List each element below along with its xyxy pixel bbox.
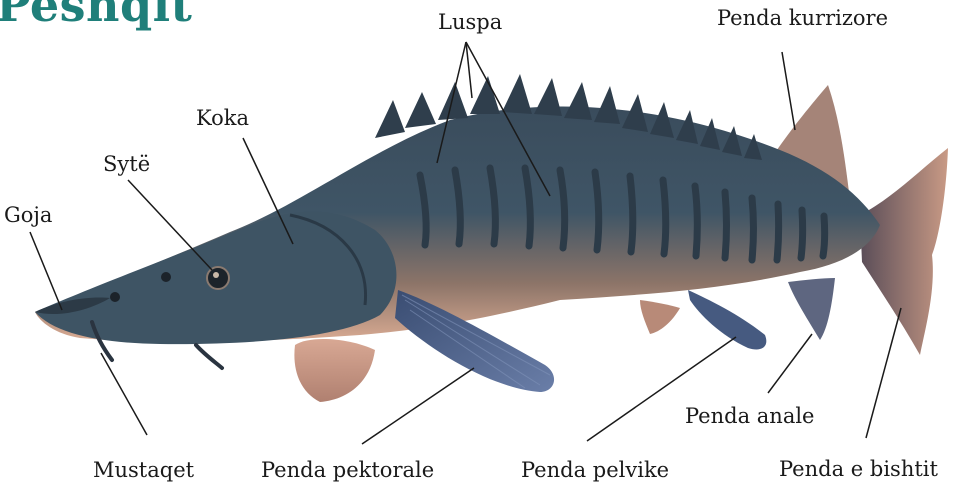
label-syte: Sytë <box>103 152 150 176</box>
leader-pektorale <box>362 368 474 444</box>
anal-fin-shape <box>788 278 835 340</box>
barbel-2 <box>196 345 222 368</box>
eye <box>207 267 229 289</box>
label-penda-e-bishtit: Penda e bishtit <box>779 457 938 481</box>
label-penda-pelvike: Penda pelvike <box>521 458 669 482</box>
leader-goja <box>30 232 62 310</box>
label-koka: Koka <box>196 106 249 130</box>
leader-dorsal <box>782 52 795 130</box>
lower-head-fin <box>294 339 375 402</box>
label-penda-kurrizore: Penda kurrizore <box>717 6 888 30</box>
mid-ventral-fin <box>640 300 680 334</box>
pelvic-fin-shape <box>688 290 766 349</box>
nostril-2 <box>110 292 120 302</box>
label-penda-pektorale: Penda pektorale <box>261 458 434 482</box>
label-luspa: Luspa <box>438 10 502 34</box>
caudal-fin <box>860 148 948 355</box>
nostril-1 <box>161 272 171 282</box>
leader-bishtit <box>866 308 901 438</box>
leader-mustaqet <box>101 353 147 435</box>
leader-anale <box>768 334 812 393</box>
label-penda-anale: Penda anale <box>685 404 815 428</box>
leader-syte <box>128 180 212 270</box>
label-goja: Goja <box>4 203 52 227</box>
label-mustaqet: Mustaqet <box>93 458 194 482</box>
